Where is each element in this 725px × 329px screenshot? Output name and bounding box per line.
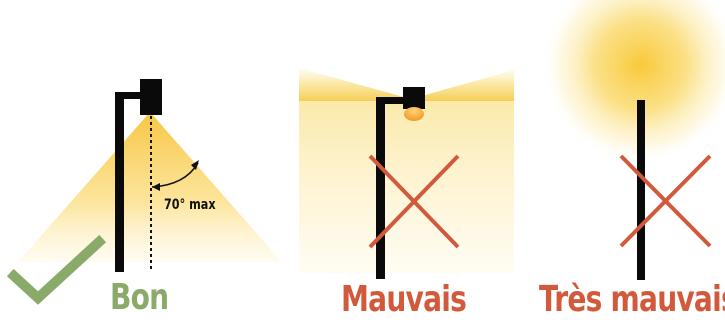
- label-good: Bon: [110, 280, 168, 316]
- lamp-pole: [637, 100, 645, 280]
- angle-annotation: 70° max: [164, 197, 216, 213]
- bad-lamp: [299, 68, 514, 279]
- lamp-pole: [115, 95, 124, 272]
- lower-light: [299, 101, 514, 273]
- lamp-head: [403, 87, 425, 109]
- label-bad: Mauvais: [341, 282, 466, 318]
- cross-icon: [621, 156, 710, 246]
- label-very-bad: Très mauvais: [539, 282, 725, 318]
- very-bad-lamp: [541, 0, 725, 280]
- lamp-head: [140, 79, 162, 115]
- lamp-pole: [376, 99, 385, 279]
- exposed-bulb: [404, 107, 424, 121]
- good-lamp: [18, 79, 282, 272]
- light-halo: [541, 0, 725, 165]
